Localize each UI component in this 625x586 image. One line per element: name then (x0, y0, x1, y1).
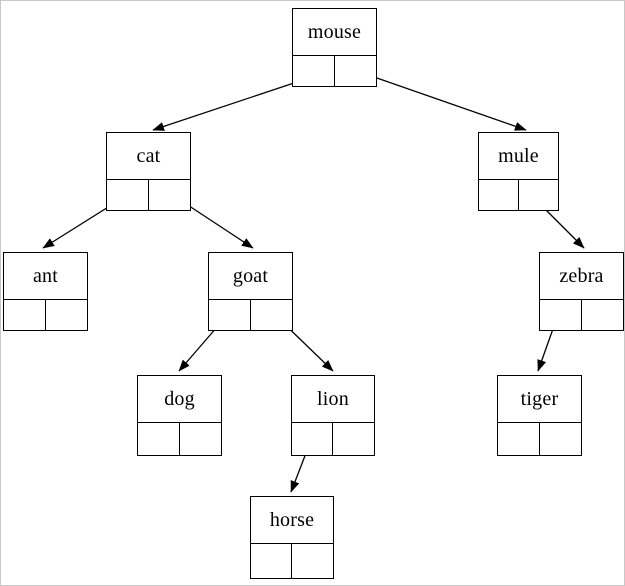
tree-node-pointers-dog (138, 423, 221, 455)
tree-node-pointers-cat (107, 180, 190, 210)
tree-node-left-pointer-mule[interactable] (479, 180, 519, 210)
tree-node-right-pointer-ant[interactable] (46, 300, 88, 330)
tree-node-right-pointer-mule[interactable] (519, 180, 559, 210)
tree-node-tiger[interactable]: tiger (497, 375, 582, 456)
tree-node-horse[interactable]: horse (250, 496, 334, 579)
tree-node-label-cat: cat (107, 133, 190, 180)
tree-node-left-pointer-mouse[interactable] (293, 56, 335, 86)
tree-node-label-mule: mule (479, 133, 558, 180)
tree-node-right-pointer-cat[interactable] (149, 180, 191, 210)
tree-node-right-pointer-mouse[interactable] (335, 56, 377, 86)
tree-node-pointers-horse (251, 544, 333, 578)
tree-node-label-zebra: zebra (540, 253, 623, 300)
tree-node-pointers-ant (4, 300, 87, 330)
tree-node-left-pointer-goat[interactable] (209, 300, 251, 330)
tree-node-dog[interactable]: dog (137, 375, 222, 456)
tree-node-lion[interactable]: lion (291, 375, 375, 456)
tree-node-pointers-mule (479, 180, 558, 210)
tree-node-right-pointer-goat[interactable] (251, 300, 293, 330)
tree-node-left-pointer-lion[interactable] (292, 423, 333, 455)
tree-node-left-pointer-tiger[interactable] (498, 423, 540, 455)
tree-node-left-pointer-zebra[interactable] (540, 300, 582, 330)
tree-node-mouse[interactable]: mouse (292, 8, 377, 87)
tree-node-right-pointer-lion[interactable] (333, 423, 374, 455)
tree-node-label-tiger: tiger (498, 376, 581, 423)
tree-node-right-pointer-dog[interactable] (180, 423, 222, 455)
tree-node-ant[interactable]: ant (3, 252, 88, 331)
tree-node-label-ant: ant (4, 253, 87, 300)
tree-node-pointers-lion (292, 423, 374, 455)
tree-node-pointers-tiger (498, 423, 581, 455)
tree-node-pointers-zebra (540, 300, 623, 330)
tree-node-left-pointer-horse[interactable] (251, 544, 292, 578)
tree-node-goat[interactable]: goat (208, 252, 293, 331)
tree-node-right-pointer-horse[interactable] (292, 544, 333, 578)
tree-node-zebra[interactable]: zebra (539, 252, 624, 331)
tree-node-label-mouse: mouse (293, 9, 376, 56)
tree-node-label-dog: dog (138, 376, 221, 423)
tree-node-left-pointer-cat[interactable] (107, 180, 149, 210)
tree-node-label-lion: lion (292, 376, 374, 423)
tree-node-pointers-goat (209, 300, 292, 330)
tree-node-label-horse: horse (251, 497, 333, 544)
tree-node-mule[interactable]: mule (478, 132, 559, 211)
tree-node-left-pointer-dog[interactable] (138, 423, 180, 455)
tree-node-cat[interactable]: cat (106, 132, 191, 211)
tree-edge-mouse-right-mule (353, 69, 527, 131)
tree-node-label-goat: goat (209, 253, 292, 300)
tree-node-left-pointer-ant[interactable] (4, 300, 46, 330)
tree-node-pointers-mouse (293, 56, 376, 86)
tree-node-right-pointer-zebra[interactable] (582, 300, 624, 330)
tree-node-right-pointer-tiger[interactable] (540, 423, 582, 455)
